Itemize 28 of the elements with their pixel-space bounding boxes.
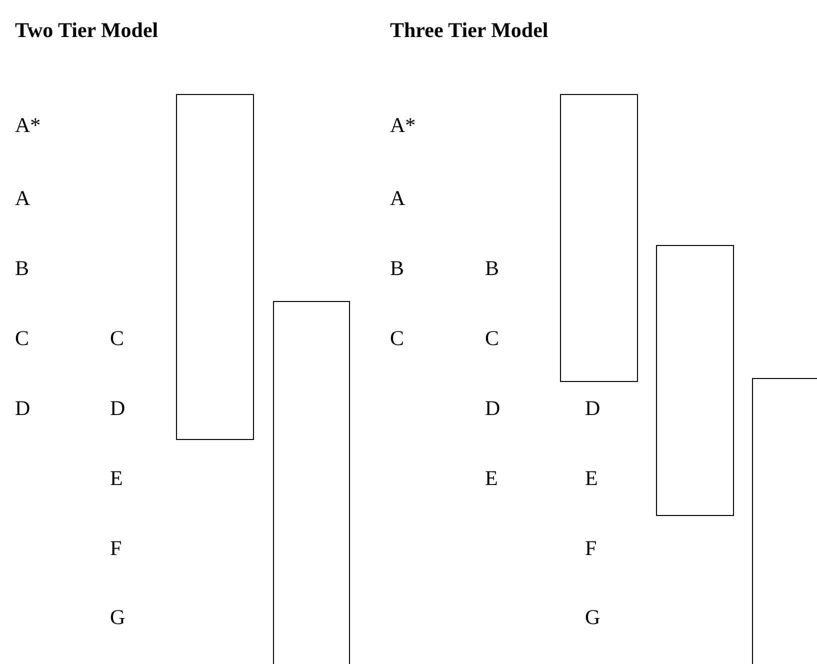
layer-letter: D: [15, 396, 30, 420]
layer-letter: G: [110, 605, 126, 629]
layer-letter: A*: [390, 113, 416, 137]
layer-letter: E: [585, 466, 598, 490]
layer-letter: C: [390, 326, 404, 350]
layer-letter: A*: [15, 113, 41, 137]
layer-letter: D: [585, 396, 600, 420]
layer-letter: G: [585, 605, 600, 629]
layer-letter: A: [15, 186, 30, 210]
layer-letter: B: [390, 256, 404, 280]
layer-letter: B: [485, 256, 500, 280]
layer-letter: C: [110, 326, 124, 350]
tier-bar: [656, 245, 734, 516]
layer-letter: E: [110, 466, 123, 490]
layer-letter: E: [485, 466, 498, 490]
layer-letter: D: [485, 396, 500, 420]
layer-letter: C: [15, 326, 30, 350]
model-heading: Two Tier Model: [15, 18, 158, 42]
tier-bar: [273, 301, 350, 664]
model-heading: Three Tier Model: [390, 18, 548, 42]
layer-letter: F: [585, 536, 597, 560]
layer-letter: F: [110, 536, 122, 560]
tier-bar: [560, 94, 638, 382]
layer-letter: A: [390, 186, 406, 210]
layer-letter: C: [485, 326, 500, 350]
layer-letter: D: [110, 396, 126, 420]
tier-bar: [176, 94, 254, 440]
layer-letter: B: [15, 256, 30, 280]
